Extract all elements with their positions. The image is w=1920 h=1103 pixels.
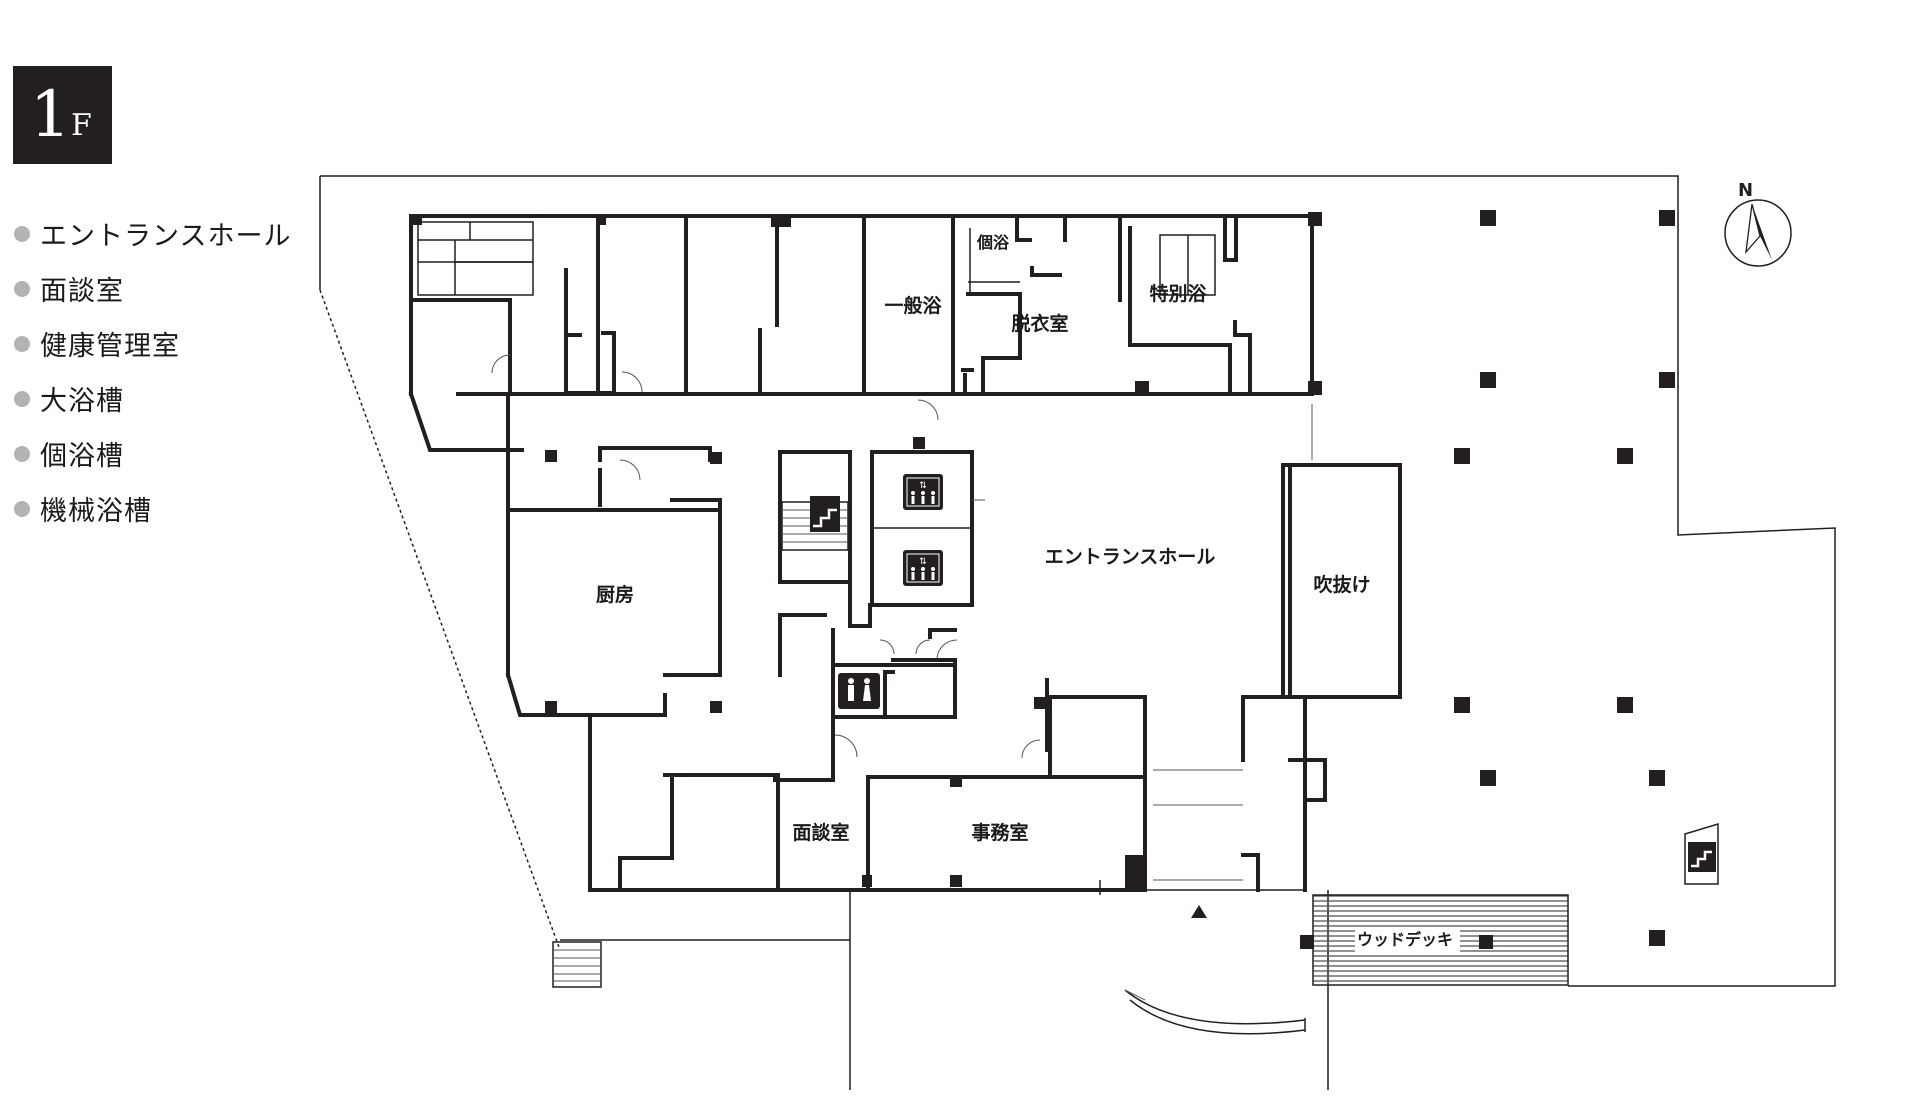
- room-label-general-bath: 一般浴: [884, 294, 942, 317]
- room-label-individual-bath: 個浴: [976, 233, 1010, 252]
- top-rooms: [409, 214, 1314, 396]
- room-label-entrance-hall: エントランスホール: [1045, 546, 1216, 568]
- legend-label: エントランスホール: [40, 221, 292, 252]
- columns: [410, 210, 1675, 949]
- legend-item: エントランスホール: [14, 206, 291, 261]
- north-label: N: [1738, 180, 1753, 201]
- legend-label: 面談室: [40, 276, 124, 307]
- legend: エントランスホール 面談室 健康管理室 大浴槽 個浴槽 機械浴槽: [14, 206, 291, 536]
- wood-deck: [1312, 894, 1569, 986]
- room-label-atrium: 吹抜け: [1313, 573, 1370, 596]
- legend-item: 個浴槽: [14, 426, 291, 481]
- bullet-icon: [14, 225, 30, 242]
- svg-text:⇅: ⇅: [919, 481, 927, 491]
- floor-unit: F: [71, 108, 92, 143]
- svg-text:⇅: ⇅: [919, 557, 927, 567]
- legend-item: 大浴槽: [14, 371, 291, 426]
- bullet-icon: [14, 390, 30, 407]
- legend-label: 大浴槽: [40, 386, 124, 417]
- room-label-office: 事務室: [971, 821, 1028, 844]
- site-boundary: [319, 175, 1836, 1090]
- legend-item: 機械浴槽: [14, 481, 291, 536]
- room-label-wood-deck: ウッドデッキ: [1357, 930, 1453, 949]
- room-label-kitchen: 厨房: [596, 583, 634, 606]
- tatami-room: [417, 221, 534, 296]
- outdoor-stairs-east: [1684, 822, 1719, 885]
- stairs-icon: [1688, 842, 1716, 872]
- legend-label: 健康管理室: [40, 331, 180, 362]
- corridor-lines: [972, 404, 1313, 881]
- entrance-arc: [1124, 989, 1306, 1035]
- elevator-1: ⇅: [903, 474, 943, 510]
- bath-details: [968, 228, 1216, 296]
- bullet-icon: [14, 335, 30, 352]
- room-labels: 一般浴 個浴 脱衣室 特別浴 エントランスホール 吹抜け 厨房 面談室 事務室 …: [596, 233, 1453, 949]
- central-core: [598, 446, 1052, 892]
- entrance-triangle-icon: [1191, 905, 1207, 918]
- north-arrow-icon: N: [1724, 180, 1792, 267]
- elevator-2: ⇅: [903, 550, 943, 586]
- room-label-special-bath: 特別浴: [1149, 283, 1207, 305]
- core-stairs: [781, 496, 849, 551]
- room-label-consultation-room: 面談室: [792, 821, 849, 844]
- door-swings: [491, 354, 1041, 759]
- legend-item: 面談室: [14, 261, 291, 316]
- bullet-icon: [14, 500, 30, 517]
- bullet-icon: [14, 280, 30, 297]
- bullet-icon: [14, 445, 30, 462]
- legend-item: 健康管理室: [14, 316, 291, 371]
- building-walls: [408, 214, 1402, 892]
- room-label-dressing-room: 脱衣室: [1011, 312, 1068, 335]
- floor-badge: 1 F: [13, 66, 112, 164]
- floor-number: 1: [30, 78, 71, 152]
- legend-label: 機械浴槽: [40, 496, 152, 527]
- outdoor-steps: [552, 941, 602, 988]
- restroom-icon: [838, 673, 880, 709]
- legend-label: 個浴槽: [40, 441, 124, 472]
